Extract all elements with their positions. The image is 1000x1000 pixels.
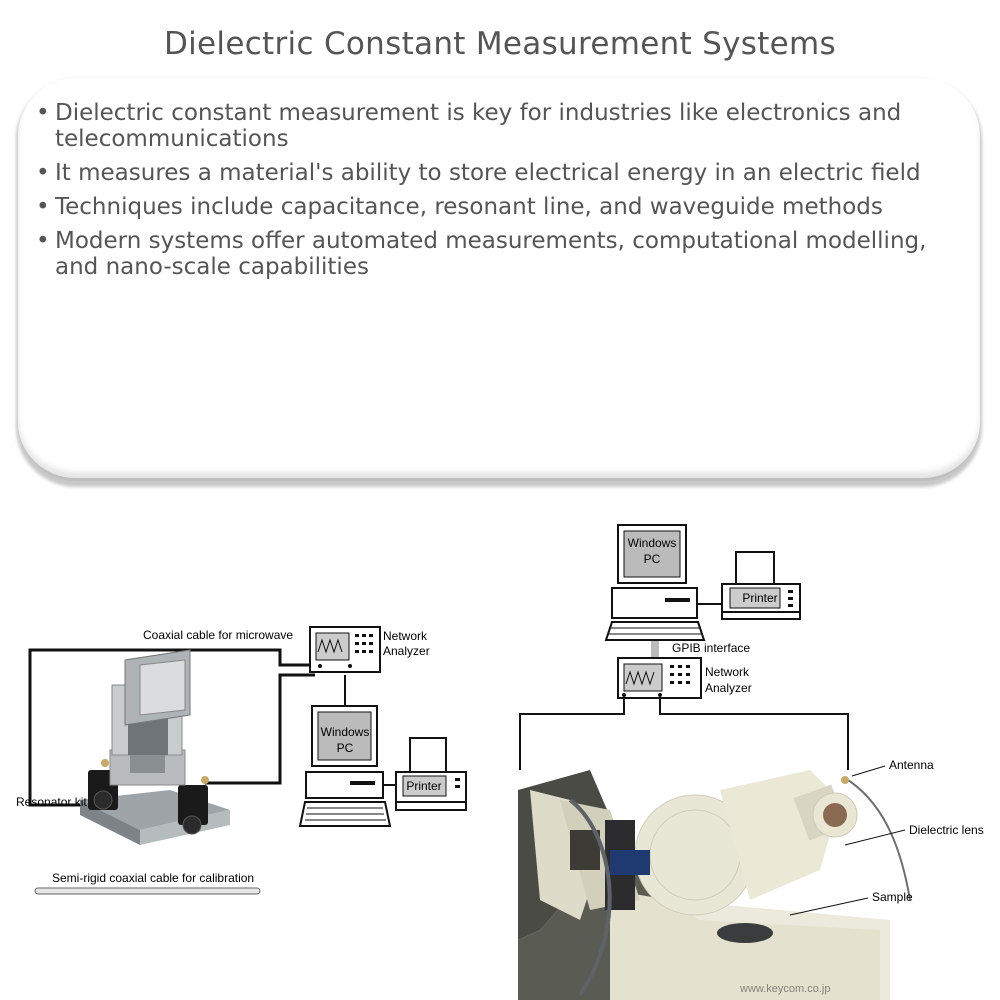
pc-label-line1: Windows [321, 725, 370, 739]
analyzer-label-line2: Analyzer [383, 644, 430, 658]
summary-card [18, 78, 980, 481]
page-title: Dielectric Constant Measurement Systems [163, 26, 837, 62]
windows-pc-icon [604, 524, 706, 641]
coaxial-cable-return [205, 673, 315, 785]
bullet-item: •Dielectric constant measurement is key … [36, 100, 902, 152]
antenna-apparatus-photo: www.keycom.co.jp [518, 770, 911, 1000]
printer-icon [395, 737, 467, 811]
bullet-text: Dielectric constant measurement is key f… [55, 100, 902, 152]
cable-label: Coaxial cable for microwave [143, 628, 293, 642]
analyzer-label-line1: Network [383, 629, 428, 643]
bullet-text: Modern systems offer automated measureme… [55, 228, 927, 280]
antenna-system-diagram: Windows PC Printer GPIB interface Networ… [518, 524, 984, 1000]
bullet-text: Techniques include capacitance, resonant… [55, 194, 883, 220]
resonator-label: Resonator kit [16, 795, 87, 809]
bullet-list: •Dielectric constant measurement is key … [36, 100, 966, 288]
pc-label-line2: PC [644, 552, 661, 566]
bullet-text: It measures a material's ability to stor… [55, 160, 921, 186]
network-analyzer-icon [309, 626, 381, 673]
printer-label: Printer [406, 779, 441, 793]
windows-pc-icon [298, 705, 392, 827]
watermark: www.keycom.co.jp [739, 983, 830, 995]
sample-label: Sample [872, 890, 913, 904]
printer-icon [721, 551, 801, 620]
semi-rigid-cable [34, 887, 261, 895]
analyzer-label-line1: Network [705, 665, 750, 679]
bullet-item: •Modern systems offer automated measurem… [36, 228, 927, 280]
dielectric-lens-label: Dielectric lens [909, 823, 984, 837]
antenna-label: Antenna [889, 758, 934, 772]
printer-label: Printer [742, 591, 777, 605]
bullet-item: •It measures a material's ability to sto… [36, 160, 921, 186]
coaxial-cable [28, 648, 310, 807]
cable-right [659, 698, 849, 772]
semi-rigid-label: Semi-rigid coaxial cable for calibration [52, 871, 254, 885]
analyzer-label-line2: Analyzer [705, 681, 752, 695]
resonator-system-diagram: Coaxial cable for microwave Network Anal… [16, 626, 467, 895]
resonator-kit [80, 649, 230, 845]
cable-left [519, 698, 625, 790]
gpib-label: GPIB interface [672, 641, 750, 655]
pc-label-line2: PC [337, 741, 354, 755]
network-analyzer-icon [617, 657, 702, 699]
bullet-item: •Techniques include capacitance, resonan… [36, 194, 883, 220]
pc-label-line1: Windows [628, 536, 677, 550]
